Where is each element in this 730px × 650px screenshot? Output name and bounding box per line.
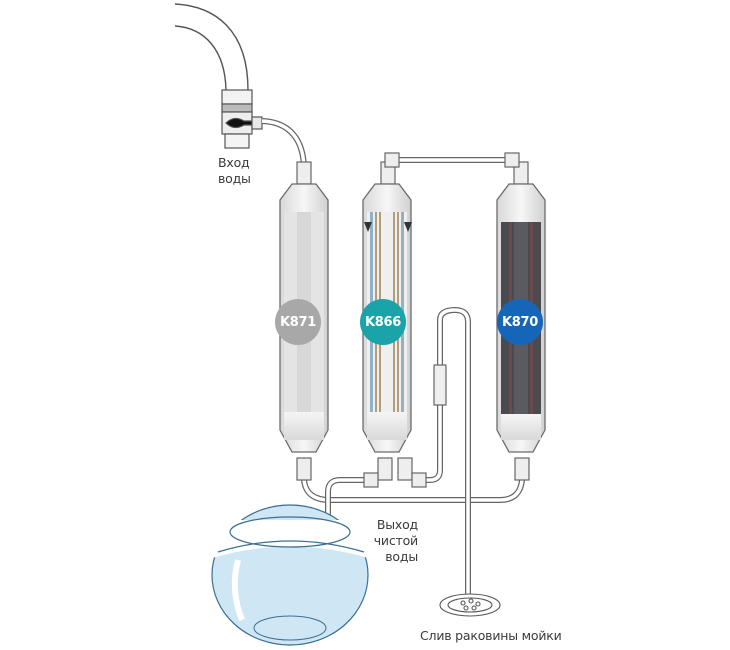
water-bowl <box>211 504 369 646</box>
outlet-label: Выход чистой воды <box>372 517 418 565</box>
faucet-hose <box>174 3 249 91</box>
drain-label: Слив раковины мойки <box>420 628 562 643</box>
inlet-valve <box>221 89 263 149</box>
filter-badge-k871: K871 <box>275 299 321 345</box>
inlet-label: Вход воды <box>218 155 251 187</box>
filter-badge-k870: K870 <box>497 299 543 345</box>
sink-drain <box>439 593 501 617</box>
filter-badge-k866: K866 <box>360 299 406 345</box>
fittings <box>296 152 530 488</box>
outlet-label-line: Выход <box>376 517 418 532</box>
inlet-label-line: воды <box>218 171 251 186</box>
outlet-label-line: воды <box>385 549 418 564</box>
outlet-label-line: чистой <box>373 533 418 548</box>
inlet-label-line: Вход <box>218 155 250 170</box>
bottom-tubes <box>301 306 525 600</box>
